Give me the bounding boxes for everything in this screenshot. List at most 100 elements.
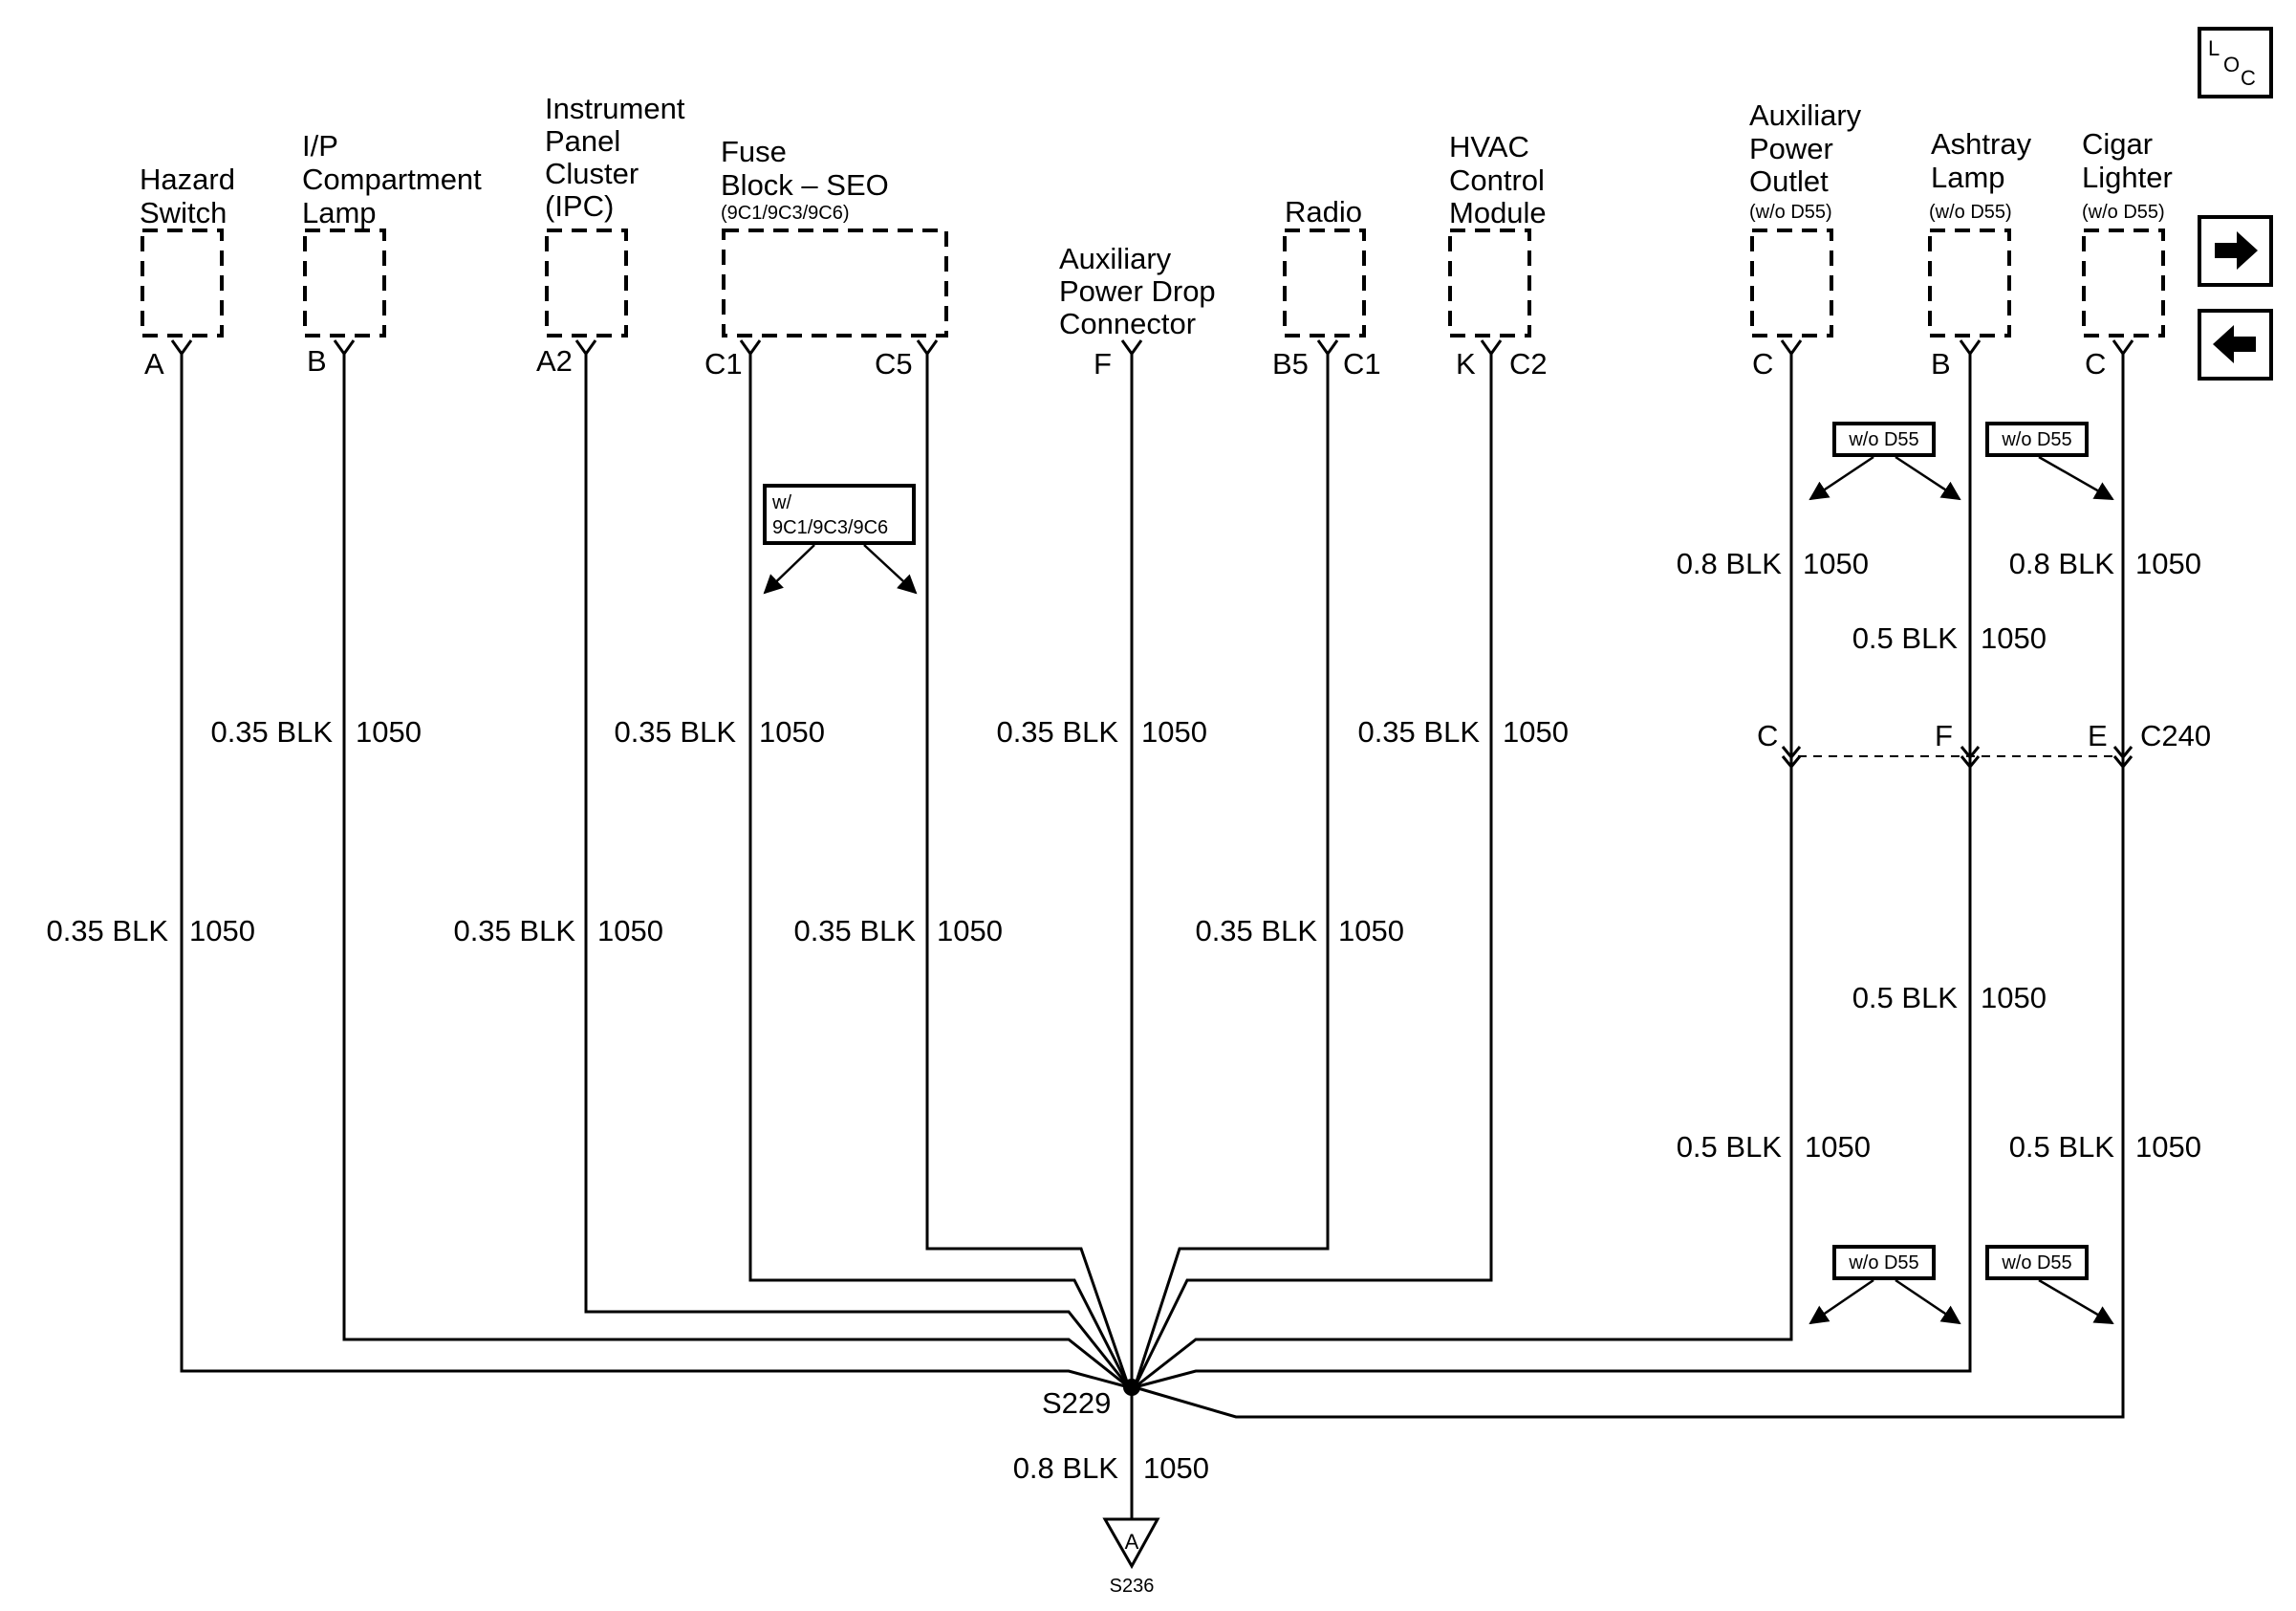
cigar-lighter-sublabel: (w/o D55) (2082, 202, 2165, 223)
terminal-hazard (170, 339, 193, 357)
ashtray-lamp-label: Ashtray Lamp (1931, 127, 2040, 194)
hazard-switch-label: Hazard Switch (140, 163, 244, 229)
option-w-9c-label: w/ 9C1/9C3/9C6 (771, 492, 888, 538)
wire-label-cigar-upper-size: 0.8 BLK (2009, 547, 2115, 580)
wire-outlet (1134, 354, 1793, 1389)
terminal-fuse-c1 (739, 339, 762, 357)
terminal-aux-drop (1120, 339, 1143, 357)
option-wo-d55-top-outlet-group: w/o D55 (1809, 422, 1961, 501)
wire-label-ashtray-lower-circuit: 1050 (1981, 981, 2047, 1014)
wires (180, 354, 2125, 1519)
pin-ipc: A2 (536, 344, 573, 378)
option-wo-d55-bottom-cigar-box (1985, 1245, 2089, 1280)
terminal-outlet (1780, 339, 1803, 357)
ip-compartment-lamp-label: I/P Compartment Lamp (302, 129, 489, 229)
wire-label-aux-drop-circuit: 1050 (1141, 715, 1207, 749)
pin-hvac-c2: C2 (1509, 347, 1548, 381)
wire-label-fuse-c1-circuit: 1050 (759, 715, 825, 749)
aux-power-outlet-sublabel: (w/o D55) (1749, 202, 1832, 223)
splice-s229-dot (1123, 1379, 1140, 1396)
ground-triangle (1102, 1517, 1160, 1570)
cigar-lighter-label: Cigar Lighter (2082, 127, 2173, 194)
pin-hazard: A (144, 347, 164, 381)
wire-label-ground-circuit: 1050 (1143, 1451, 1209, 1485)
ip-compartment-lamp-box (303, 229, 386, 337)
pin-cigar: C (2085, 347, 2106, 381)
wire-ashtray (1134, 354, 1972, 1389)
wire-label-hvac-circuit: 1050 (1503, 715, 1569, 749)
wire-radio (1133, 354, 1330, 1388)
option-wo-d55-top-cigar-group: w/o D55 (1985, 422, 2114, 501)
terminal-fuse-c5 (916, 339, 939, 357)
wire-ip-lamp (342, 354, 1130, 1389)
cigar-lighter-box (2082, 229, 2165, 337)
hvac-box (1448, 229, 1531, 337)
option-wo-d55-bottom-outlet-group: w/o D55 (1809, 1245, 1961, 1325)
wire-label-radio-size: 0.35 BLK (1195, 914, 1317, 947)
hvac-label: HVAC Control Module (1449, 130, 1553, 229)
next-arrow-icon[interactable] (2198, 215, 2273, 287)
wire-label-fuse-c1-size: 0.35 BLK (614, 715, 736, 749)
wire-label-ip-lamp-circuit: 1050 (356, 715, 422, 749)
connector-c240-chevrons (1781, 746, 2134, 770)
wire-label-cigar-lower-size: 0.5 BLK (2009, 1130, 2115, 1164)
option-wo-d55-bottom-outlet-label: w/o D55 (1848, 1252, 1918, 1274)
loc-icon-c: C (2241, 66, 2256, 90)
wire-label-hazard-circuit: 1050 (189, 914, 255, 947)
pin-aux-drop: F (1094, 347, 1112, 381)
terminal-ip-lamp (333, 339, 356, 357)
wire-label-ipc-size: 0.35 BLK (453, 914, 575, 947)
fuse-block-sublabel: (9C1/9C3/9C6) (721, 203, 850, 224)
terminal-ashtray (1959, 339, 1982, 357)
wire-hazard (180, 354, 1130, 1389)
previous-arrow-icon[interactable] (2198, 309, 2273, 381)
option-wo-d55-top-outlet-label: w/o D55 (1848, 429, 1918, 450)
wire-label-cigar-lower-circuit: 1050 (2135, 1130, 2201, 1164)
option-w-9c-box (763, 484, 916, 545)
wire-fuse-c5 (925, 354, 1131, 1388)
wire-labels: 0.35 BLK 1050 0.35 BLK 1050 0.35 BLK 105… (46, 547, 2201, 1485)
wire-label-ipc-circuit: 1050 (597, 914, 663, 947)
wire-label-hvac-size: 0.35 BLK (1357, 715, 1480, 749)
ipc-box (545, 229, 628, 337)
option-wo-d55-bottom-outlet-box (1832, 1245, 1936, 1280)
wire-label-cigar-upper-circuit: 1050 (2135, 547, 2201, 580)
terminal-cigar (2112, 339, 2134, 357)
pin-outlet: C (1752, 347, 1773, 381)
wire-label-hazard-size: 0.35 BLK (46, 914, 168, 947)
c240-pin-ashtray: F (1935, 719, 1953, 752)
terminal-ipc (574, 339, 597, 357)
wire-label-outlet-upper-circuit: 1050 (1803, 547, 1869, 580)
ashtray-lamp-box (1928, 229, 2011, 337)
radio-label: Radio (1285, 195, 1362, 229)
ashtray-lamp-sublabel: (w/o D55) (1929, 202, 2012, 223)
wire-label-outlet-lower-circuit: 1050 (1805, 1130, 1871, 1164)
radio-box (1283, 229, 1366, 337)
loc-icon-o: O (2223, 53, 2240, 76)
wire-label-radio-circuit: 1050 (1338, 914, 1404, 947)
option-wo-d55-top-outlet-box (1832, 422, 1936, 457)
pin-hvac-k: K (1456, 347, 1476, 381)
aux-power-drop-label: Auxiliary Power Drop Connector (1059, 242, 1224, 340)
loc-icon[interactable]: L O C (2198, 27, 2273, 98)
wire-label-fuse-c5-size: 0.35 BLK (793, 914, 916, 947)
terminal-chevrons (170, 339, 2134, 357)
wire-label-outlet-upper-size: 0.8 BLK (1677, 547, 1783, 580)
terminal-radio (1316, 339, 1339, 357)
wire-hvac (1133, 354, 1493, 1388)
wire-label-aux-drop-size: 0.35 BLK (996, 715, 1118, 749)
c240-pin-outlet: C (1757, 719, 1778, 752)
wire-label-ashtray-upper-circuit: 1050 (1981, 621, 2047, 655)
option-wo-d55-bottom-cigar-label: w/o D55 (2001, 1252, 2071, 1274)
pin-ashtray: B (1931, 347, 1951, 381)
pin-fuse-c1: C1 (704, 347, 743, 381)
loc-icon-l: L (2208, 36, 2220, 60)
wire-label-ashtray-lower-size: 0.5 BLK (1852, 981, 1959, 1014)
wire-label-outlet-lower-size: 0.5 BLK (1677, 1130, 1783, 1164)
pin-radio-c1: C1 (1343, 347, 1381, 381)
wire-label-ground-size: 0.8 BLK (1013, 1451, 1119, 1485)
aux-power-outlet-label: Auxiliary Power Outlet (1749, 98, 1870, 198)
ground-letter: A (1125, 1530, 1139, 1554)
